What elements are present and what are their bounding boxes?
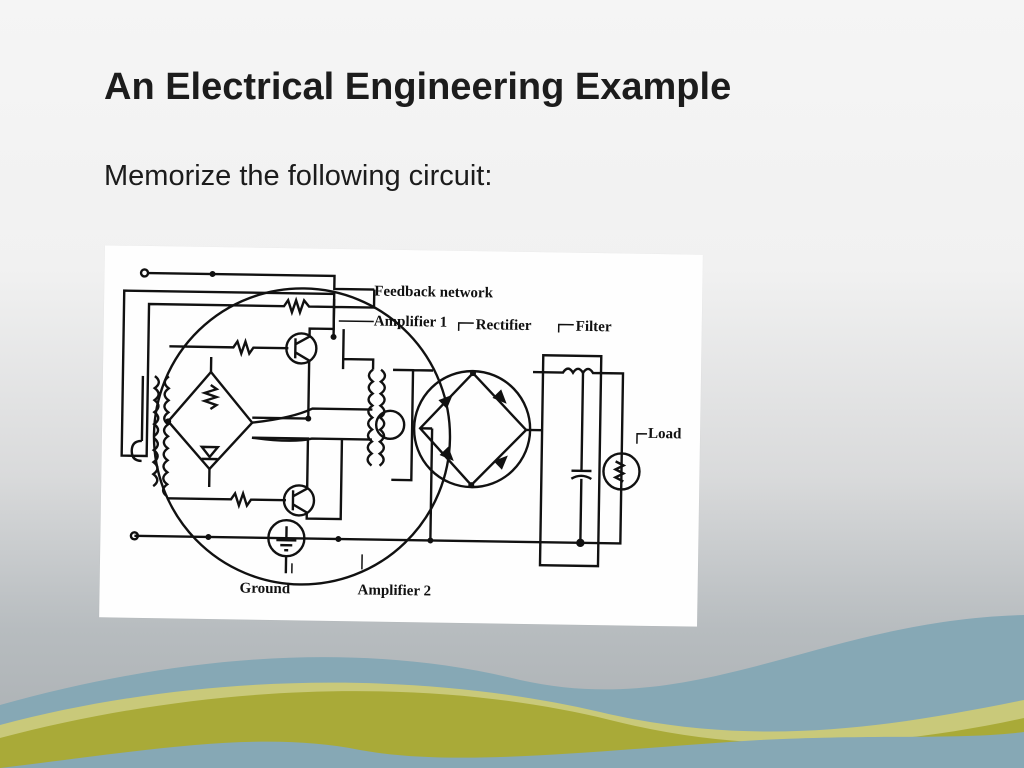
ground-symbol <box>276 526 297 574</box>
rectifier-leads <box>420 427 543 541</box>
transformer-tap-wire <box>130 375 145 463</box>
output-transformer-secondary <box>377 368 387 467</box>
label-rectifier: Rectifier <box>476 317 532 334</box>
filter-node <box>576 538 585 548</box>
label-leaders <box>291 288 648 574</box>
upper-output-wire <box>252 407 373 424</box>
label-load: Load <box>648 426 682 443</box>
transistor-upper <box>285 332 318 365</box>
rectifier-bridge <box>418 371 528 487</box>
output-transformer-core <box>374 409 406 441</box>
decorative-waves <box>0 615 1024 768</box>
load-filament <box>612 460 627 483</box>
output-transformer-primary <box>366 368 375 467</box>
bias-resistor <box>200 384 221 411</box>
transistor-upper-wires <box>252 298 336 420</box>
transistor-upper-leads <box>294 335 311 362</box>
label-ground: Ground <box>239 580 290 597</box>
base-resistor-lower <box>166 489 286 510</box>
input-terminal-top <box>139 268 150 278</box>
transistor-lower-leads <box>291 487 308 514</box>
circuit-diagram: Feedback network Amplifier 1 Rectifier F… <box>99 245 703 627</box>
lower-output-wire <box>251 436 372 442</box>
circuit-svg: Feedback network Amplifier 1 Rectifier F… <box>120 268 682 599</box>
top-rail-wire <box>148 271 375 291</box>
label-amplifier-1: Amplifier 1 <box>374 314 448 331</box>
label-filter: Filter <box>576 319 612 336</box>
input-transformer-secondary <box>161 375 171 498</box>
junction-dots <box>165 271 476 544</box>
load-lamp <box>602 452 641 491</box>
slide-subtitle: Memorize the following circuit: <box>104 160 493 192</box>
amplifier-housing <box>152 287 452 586</box>
input-transformer-primary-lower <box>151 437 160 488</box>
label-feedback-network: Feedback network <box>374 284 494 302</box>
feedback-loop-wire <box>120 289 376 458</box>
slide-title: An Electrical Engineering Example <box>104 66 732 108</box>
input-transformer-primary-upper <box>152 375 161 438</box>
transformer-to-rectifier-wire <box>391 368 434 482</box>
label-amplifier-2: Amplifier 2 <box>357 582 431 599</box>
output-transformer-feed <box>341 329 375 370</box>
bias-diamond-taps <box>207 356 213 488</box>
wave-blue-front <box>0 732 1024 768</box>
bias-diamond <box>166 370 254 471</box>
base-resistor-upper <box>169 337 289 358</box>
rectifier-diodes <box>438 389 508 470</box>
bias-diode <box>199 445 221 459</box>
filter-capacitor <box>570 372 592 543</box>
filter-inductor-and-rail <box>134 367 625 545</box>
transistor-lower <box>282 484 316 517</box>
filter-box <box>538 354 603 568</box>
